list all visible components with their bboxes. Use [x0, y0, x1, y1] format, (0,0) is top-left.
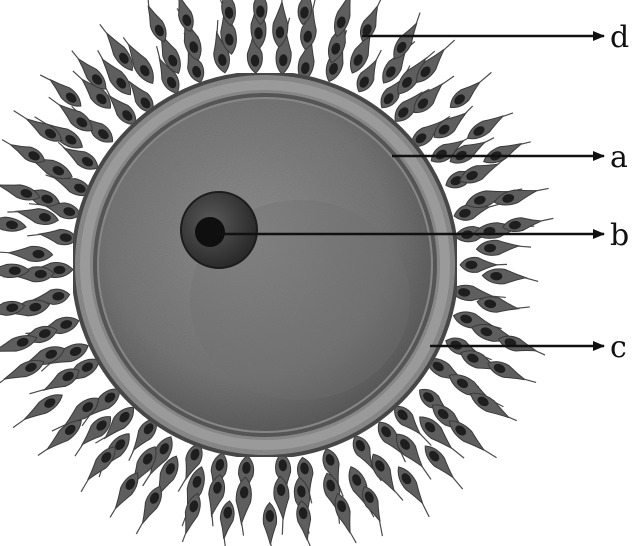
- follicle-cell: [74, 443, 120, 495]
- follicle-cell: [446, 67, 496, 112]
- follicle-cell: [420, 442, 468, 494]
- follicle-cell: [177, 492, 204, 544]
- label-b: b: [610, 218, 629, 253]
- follicle-cell: [0, 356, 46, 392]
- follicle-cell: [464, 105, 515, 144]
- follicle-cell: [393, 463, 437, 519]
- follicle-cell: [169, 0, 197, 34]
- follicle-cell: [0, 176, 42, 204]
- follicle-cell: [216, 500, 236, 546]
- follicle-cell: [482, 268, 539, 286]
- follicle-cell: [131, 483, 166, 537]
- follicle-cell: [138, 0, 170, 44]
- follicle-cell: [476, 238, 532, 257]
- label-a: a: [610, 140, 628, 175]
- follicle-cell: [38, 68, 85, 111]
- follicle-cell: [9, 389, 66, 432]
- nucleolus: [195, 217, 225, 247]
- follicle-cell-nucleus: [465, 261, 477, 269]
- follicle-cell: [485, 357, 538, 390]
- follicle-cell: [502, 212, 555, 233]
- follicle-cell: [0, 135, 48, 167]
- label-c: c: [610, 330, 627, 365]
- follicle-cell: [358, 484, 392, 538]
- follicle-cell: [467, 388, 520, 428]
- follicle-cell: [295, 500, 316, 546]
- label-d: d: [610, 20, 629, 55]
- follicle-cell: [0, 245, 53, 263]
- follicle-cell: [27, 225, 79, 247]
- follicle-cell: [10, 105, 65, 146]
- follicle-cell: [233, 476, 253, 536]
- follicle-cell: [216, 0, 237, 27]
- follicle-cell: [104, 469, 143, 520]
- follicle-cell: [445, 416, 499, 465]
- follicle-cell: [34, 415, 85, 461]
- follicle-cell: [493, 181, 551, 209]
- follicle-cell: [263, 503, 277, 546]
- follicle-cell: [331, 492, 360, 546]
- follicle-cell: [481, 134, 533, 168]
